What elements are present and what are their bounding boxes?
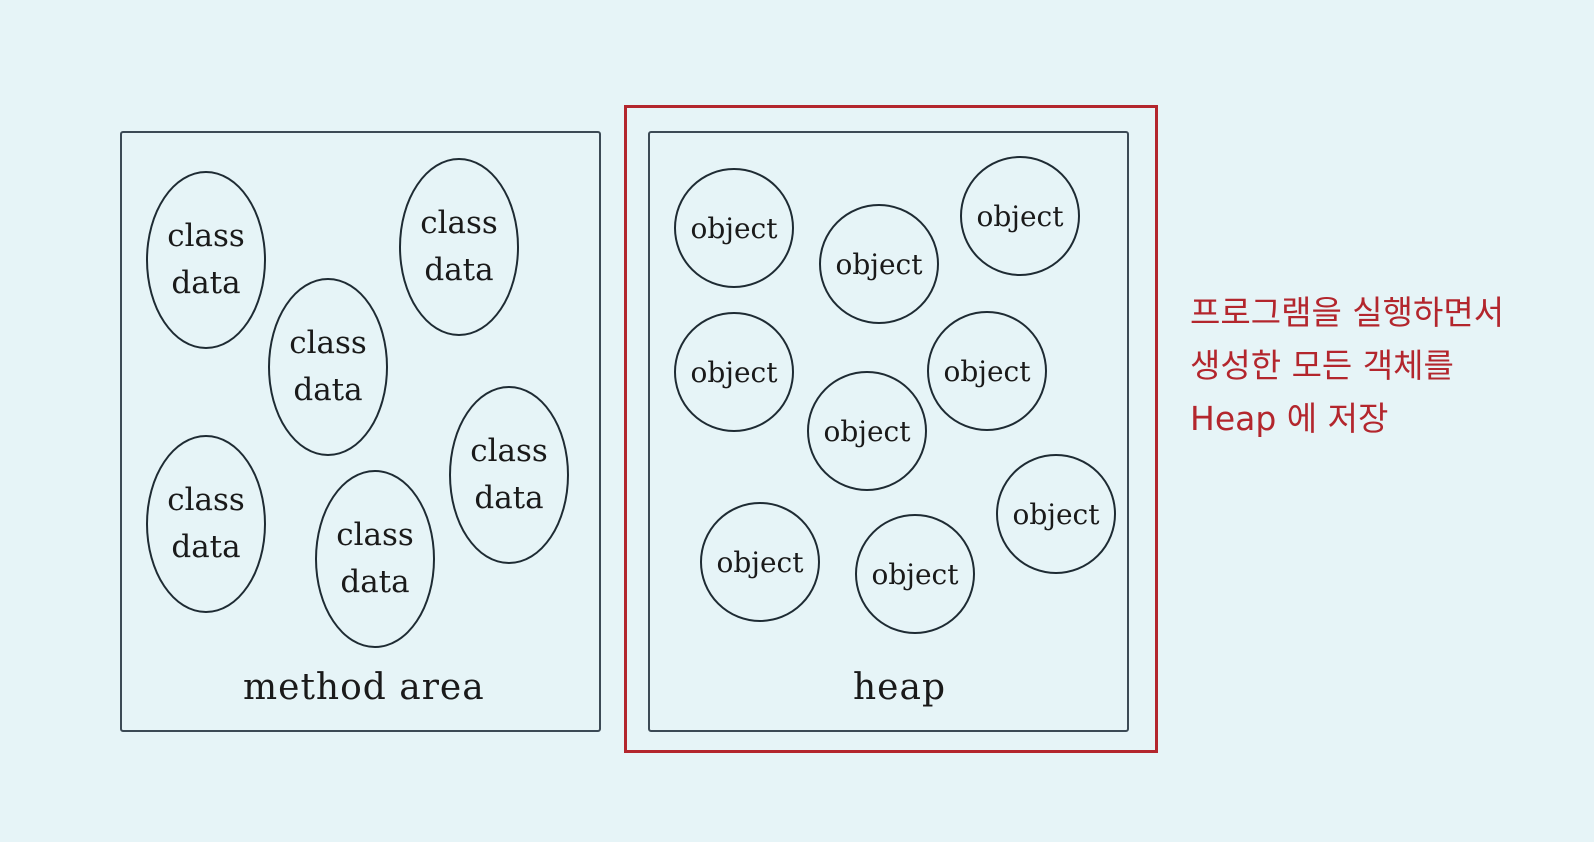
- object-circle: object: [674, 168, 794, 288]
- object-circle: object: [855, 514, 975, 634]
- heap-label: heap: [853, 667, 946, 708]
- heap-highlight-frame: [624, 105, 1158, 753]
- heap-note: 프로그램을 실행하면서 생성한 모든 객체를 Heap 에 저장: [1190, 286, 1504, 445]
- object-circle: object: [674, 312, 794, 432]
- note-line: 프로그램을 실행하면서: [1190, 293, 1505, 332]
- note-line: Heap 에 저장: [1190, 399, 1389, 438]
- object-circle: object: [960, 156, 1080, 276]
- object-circle: object: [819, 204, 939, 324]
- note-line: 생성한 모든 객체를: [1190, 346, 1454, 385]
- object-circle: object: [807, 371, 927, 491]
- object-circle: object: [700, 502, 820, 622]
- method-area-label: method area: [243, 667, 485, 708]
- method-area-panel: [120, 131, 601, 732]
- heap-panel: [648, 131, 1129, 732]
- object-circle: object: [927, 311, 1047, 431]
- object-circle: object: [996, 454, 1116, 574]
